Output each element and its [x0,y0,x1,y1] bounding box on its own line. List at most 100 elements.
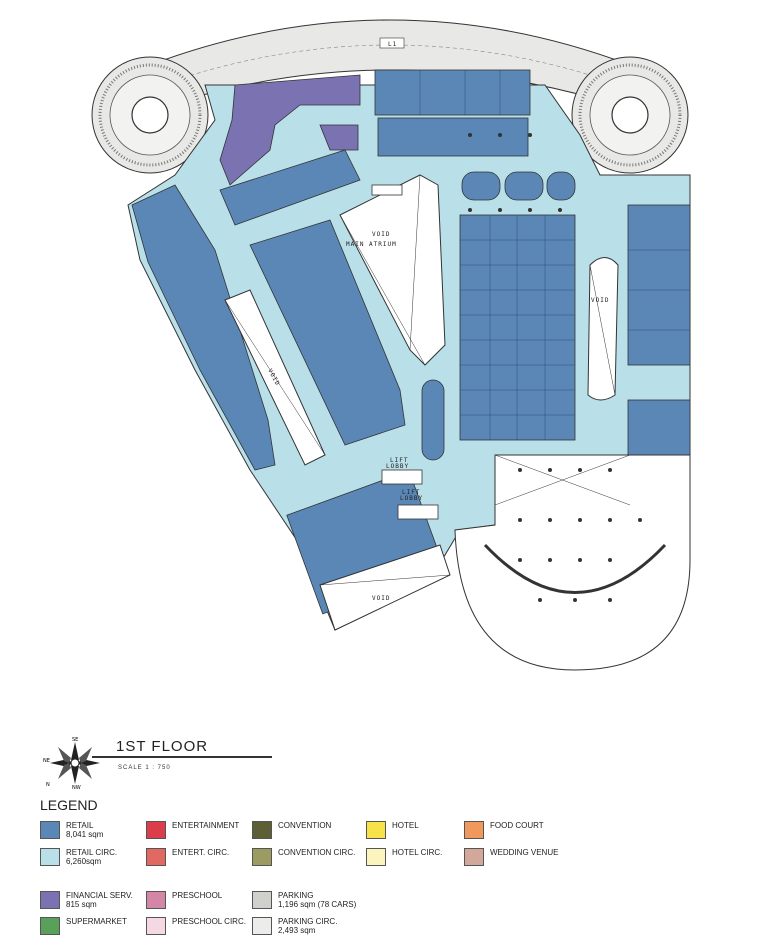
void-bottom-label: VOID [372,595,390,602]
legend-label: HOTEL CIRC. [392,848,443,857]
legend-item-entert-circ: ENTERT. CIRC. [146,848,229,866]
compass-label-ne: NE [43,758,50,764]
void-main-atrium-cross-b [409,174,421,351]
legend-value: 2,493 sqm [278,926,316,935]
legend-label: ENTERTAINMENT [172,821,240,830]
legend-swatch [146,848,166,866]
legend-label: CONVENTION CIRC. [278,848,356,857]
legend-swatch [252,848,272,866]
floor-plan: L1 [91,19,691,671]
void-left-cross [224,299,326,456]
spiral-ramp-right [571,56,689,174]
retail-unit-dividers [419,70,690,440]
legend-item-food-court: FOOD COURT [464,821,544,839]
legend-swatch [40,891,60,909]
retail-island-vertical [421,379,445,461]
spiral-ramp-left [91,56,209,174]
legend-item-supermarket: SUPERMARKET [40,917,127,935]
legend-label: PRESCHOOL CIRC. [172,917,246,926]
legend-label: FOOD COURT [490,821,544,830]
legend-swatch [40,821,60,839]
legend-item-retail-circ: RETAIL CIRC.6,260sqm [40,848,117,866]
retail-block-top-center [377,117,529,157]
void-main-atrium-cross-a [339,214,426,366]
retail-block-top [374,69,531,116]
void-bottom-cross [319,574,451,586]
scale-label: SCALE 1 : 750 [118,765,171,771]
legend-swatch [146,917,166,935]
legend-label: FINANCIAL SERV. [66,891,133,900]
lift-lobby-2 [397,504,439,520]
legend-value: 8,041 sqm [66,830,104,839]
legend-label: RETAIL CIRC. [66,848,118,857]
legend-swatch [366,848,386,866]
void-main-atrium-label-2: MAIN ATRIUM [346,241,397,248]
legend-label: HOTEL [392,821,419,830]
legend-item-hotel: HOTEL [366,821,419,839]
legend-item-entertainment: ENTERTAINMENT [146,821,239,839]
lift-lobby-2-label: LIFT [402,489,420,496]
legend-swatch [464,821,484,839]
legend-item-hotel-circ: HOTEL CIRC. [366,848,442,866]
retail-block-right [627,204,691,366]
retail-block-center-grid [459,214,576,441]
legend-item-wedding-venue: WEDDING VENUE [464,848,558,866]
compass-label-se: SE [72,737,78,743]
lift-lobby-1-label: LIFT [390,457,408,464]
title-underline [92,756,272,758]
compass-rose: SE NE N NW [43,737,100,790]
legend-label: ENTERT. CIRC. [172,848,230,857]
retail-island-2 [504,171,544,201]
void-right-label: VOID [591,297,609,304]
legend-label: WEDDING VENUE [490,848,559,857]
legend-value: 815 sqm [66,900,97,909]
lift-lobby-top [371,184,403,196]
legend-swatch [366,821,386,839]
legend-swatch [146,821,166,839]
retail-island-3 [546,171,576,201]
legend-swatch [252,821,272,839]
legend-label: SUPERMARKET [66,917,127,926]
legend-label: PARKING CIRC. [278,917,338,926]
legend-label: RETAIL [66,821,94,830]
retail-block-row-upper [219,149,361,226]
parking-terrace-arc [483,543,667,594]
retail-block-left-inner [249,219,406,446]
legend-item-financial: FINANCIAL SERV.815 sqm [40,891,133,909]
void-main-atrium-label: VOID [372,231,390,238]
compass-label-n: N [46,782,50,788]
legend-swatch [252,891,272,909]
lift-lobby-1 [381,469,423,485]
compass-label-nw: NW [72,785,81,790]
lift-lobby-2-label-b: LOBBY [400,495,423,502]
column-grid-dots [468,133,642,602]
legend-value: 1,196 sqm (78 CARS) [278,900,357,909]
legend-swatch [40,848,60,866]
retail-block-left-outer [131,184,276,471]
legend-item-preschool: PRESCHOOL [146,891,222,909]
legend-item-preschool-circ: PRESCHOOL CIRC. [146,917,246,935]
level-marker-box [379,37,405,49]
lift-lobby-1-label-b: LOBBY [386,463,409,470]
parking-terrace-cross-lines [494,454,631,506]
legend-value: 6,260sqm [66,857,102,866]
legend-label: PRESCHOOL [172,891,223,900]
financial-services-kiosk [319,124,359,151]
legend-swatch [146,891,166,909]
legend-title: LEGEND [40,797,98,813]
parking-terrace [454,454,691,671]
legend-swatch [252,917,272,935]
floor-title: 1ST FLOOR [116,738,209,755]
void-right-cross [589,264,616,396]
legend-label: PARKING [278,891,314,900]
legend-item-convention-circ: CONVENTION CIRC. [252,848,355,866]
legend-swatch [40,917,60,935]
legend-item-convention: CONVENTION [252,821,331,839]
legend-item-parking-circ: PARKING CIRC.2,493 sqm [252,917,337,935]
retail-island-1 [461,171,501,201]
legend-label: CONVENTION [278,821,332,830]
financial-services-zone [219,74,361,186]
legend-swatch [464,848,484,866]
